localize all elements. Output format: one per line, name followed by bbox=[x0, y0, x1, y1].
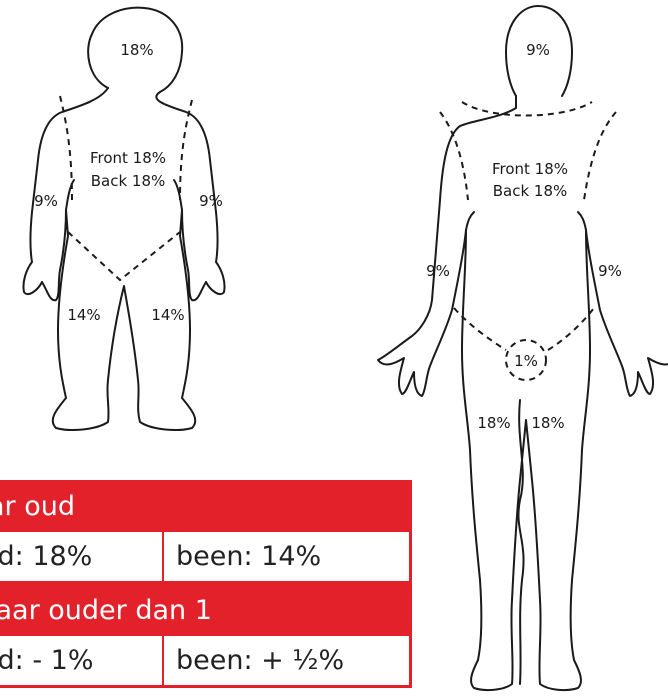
table-header-2: jaar ouder dan 1 bbox=[0, 584, 412, 636]
table-row-1-divider bbox=[162, 532, 164, 581]
adult-shoulder-top-dash bbox=[462, 102, 592, 116]
child-head-label: 18% bbox=[120, 41, 153, 59]
table-row-2: fd: - 1% been: + ½% bbox=[0, 636, 412, 688]
adult-groin-dash-right bbox=[548, 308, 594, 350]
age-adjustment-table: ar oud fd: 18% been: 14% jaar ouder dan … bbox=[0, 480, 412, 688]
child-left-leg-label: 14% bbox=[67, 306, 100, 324]
table-row-1-right: been: 14% bbox=[176, 532, 321, 581]
child-right-arm-inner bbox=[174, 180, 182, 210]
adult-trunk-front-label: Front 18% bbox=[492, 160, 568, 178]
adult-left-arm-label: 9% bbox=[426, 262, 450, 280]
adult-right-arm-inner bbox=[578, 212, 586, 230]
adult-right-leg-label: 18% bbox=[531, 414, 564, 432]
child-body-outline bbox=[23, 88, 224, 430]
child-trunk-back-label: Back 18% bbox=[91, 172, 166, 190]
child-trunk-front-label: Front 18% bbox=[90, 149, 166, 167]
table-row-2-left: fd: - 1% bbox=[0, 636, 93, 685]
adult-right-shoulder-dash bbox=[584, 112, 616, 200]
adult-head-label: 9% bbox=[526, 41, 550, 59]
child-right-leg-label: 14% bbox=[151, 306, 184, 324]
adult-groin-label: 1% bbox=[514, 352, 538, 370]
table-row-1: fd: 18% been: 14% bbox=[0, 532, 412, 584]
adult-left-leg-label: 18% bbox=[477, 414, 510, 432]
table-header-2-text: jaar ouder dan 1 bbox=[0, 584, 212, 636]
table-header-1: ar oud bbox=[0, 480, 412, 532]
adult-left-arm-inner bbox=[466, 212, 474, 230]
adult-figure bbox=[378, 6, 668, 690]
adult-trunk-back-label: Back 18% bbox=[493, 182, 568, 200]
table-header-1-text: ar oud bbox=[0, 480, 75, 532]
table-row-1-left: fd: 18% bbox=[0, 532, 92, 581]
child-groin-dash bbox=[68, 232, 180, 280]
child-right-arm-label: 9% bbox=[199, 192, 223, 210]
child-figure bbox=[23, 8, 224, 430]
table-row-2-divider bbox=[162, 636, 164, 685]
adult-right-arm-label: 9% bbox=[598, 262, 622, 280]
table-row-2-right: been: + ½% bbox=[176, 636, 344, 685]
child-left-arm-label: 9% bbox=[34, 192, 58, 210]
